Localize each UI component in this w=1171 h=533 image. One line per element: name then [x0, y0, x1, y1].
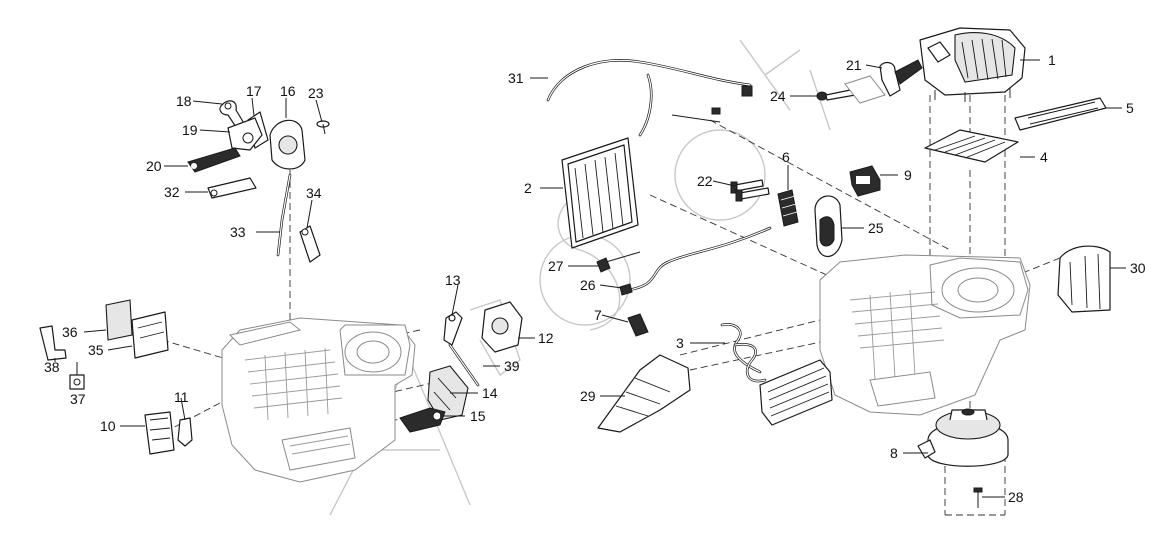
callout-9: 9	[904, 167, 912, 183]
part-28-screw	[973, 487, 983, 508]
callout-layer	[54, 59, 1126, 498]
part-9-resistor	[849, 165, 881, 197]
callout-3: 3	[676, 335, 684, 351]
callout-16: 16	[280, 83, 296, 99]
part-32-lever	[207, 177, 257, 199]
part-19-cam-plate	[227, 117, 263, 151]
part-15-lever	[399, 407, 446, 433]
right-hvac-unit	[819, 254, 1031, 416]
callout-13: 13	[445, 272, 461, 288]
callout-35: 35	[88, 342, 104, 358]
callout-1: 1	[1048, 52, 1056, 68]
part-34-link	[299, 225, 321, 263]
callout-17: 17	[246, 83, 262, 99]
part-7-clip	[627, 313, 649, 337]
part-21-servo	[879, 59, 923, 97]
callout-24: 24	[770, 88, 786, 104]
callout-20: 20	[146, 158, 162, 174]
callout-14: 14	[482, 385, 498, 401]
left-hvac-unit	[221, 317, 416, 483]
callout-21: 21	[846, 57, 862, 73]
part-20-lever	[187, 147, 241, 173]
callout-27: 27	[548, 258, 564, 274]
part-39-rod	[448, 343, 480, 387]
part-4-filter	[924, 129, 1019, 163]
callout-8: 8	[890, 445, 898, 461]
callout-23: 23	[308, 85, 324, 101]
callout-31: 31	[508, 70, 524, 86]
part-5-filter-cover	[1014, 97, 1107, 131]
callout-39: 39	[504, 358, 520, 374]
part-16-servo	[269, 119, 306, 170]
part-38-bracket	[39, 325, 67, 361]
callout-30: 30	[1130, 260, 1146, 276]
part-29-duct	[597, 354, 691, 433]
part-11-link	[177, 417, 193, 447]
part-37-packing	[69, 374, 85, 390]
part-31-wire-harness	[546, 59, 753, 137]
part-23-pin	[316, 120, 330, 135]
part-36-pad	[105, 299, 133, 341]
callout-18: 18	[176, 93, 192, 109]
part-30-duct	[1057, 245, 1111, 313]
callout-15: 15	[470, 408, 486, 424]
callout-5: 5	[1126, 100, 1134, 116]
callout-22: 22	[697, 173, 713, 189]
part-1-blower-case	[919, 27, 1026, 102]
callout-25: 25	[868, 220, 884, 236]
callout-4: 4	[1040, 149, 1048, 165]
callout-28: 28	[1008, 489, 1024, 505]
part-12-servo	[481, 301, 523, 353]
callout-37: 37	[70, 391, 86, 407]
callout-29: 29	[580, 388, 596, 404]
callout-34: 34	[306, 185, 322, 201]
part-10-servo	[144, 411, 175, 455]
part-14-link-plate	[427, 365, 469, 421]
callout-38: 38	[44, 359, 60, 375]
part-35-bracket	[131, 311, 169, 359]
part-25-duct	[814, 195, 843, 257]
callout-2: 2	[524, 180, 532, 196]
callout-26: 26	[580, 277, 596, 293]
part-2-heater-core	[561, 137, 639, 249]
callout-10: 10	[100, 418, 116, 434]
callout-32: 32	[164, 184, 180, 200]
part-22-bolts	[730, 179, 770, 202]
part-3-evaporator	[720, 323, 833, 426]
part-33-rod	[276, 173, 292, 257]
callout-6: 6	[782, 149, 790, 165]
callout-12: 12	[538, 330, 554, 346]
callout-7: 7	[594, 307, 602, 323]
part-27-sensor	[596, 251, 641, 273]
callout-36: 36	[62, 324, 78, 340]
part-26-harness	[619, 226, 772, 296]
part-24-screw	[816, 75, 886, 104]
callout-11: 11	[174, 389, 189, 405]
part-6-connector	[777, 189, 799, 227]
part-13-lever	[443, 311, 463, 346]
callout-33: 33	[230, 224, 246, 240]
callout-19: 19	[182, 122, 198, 138]
part-8-blower-motor	[917, 408, 1009, 467]
